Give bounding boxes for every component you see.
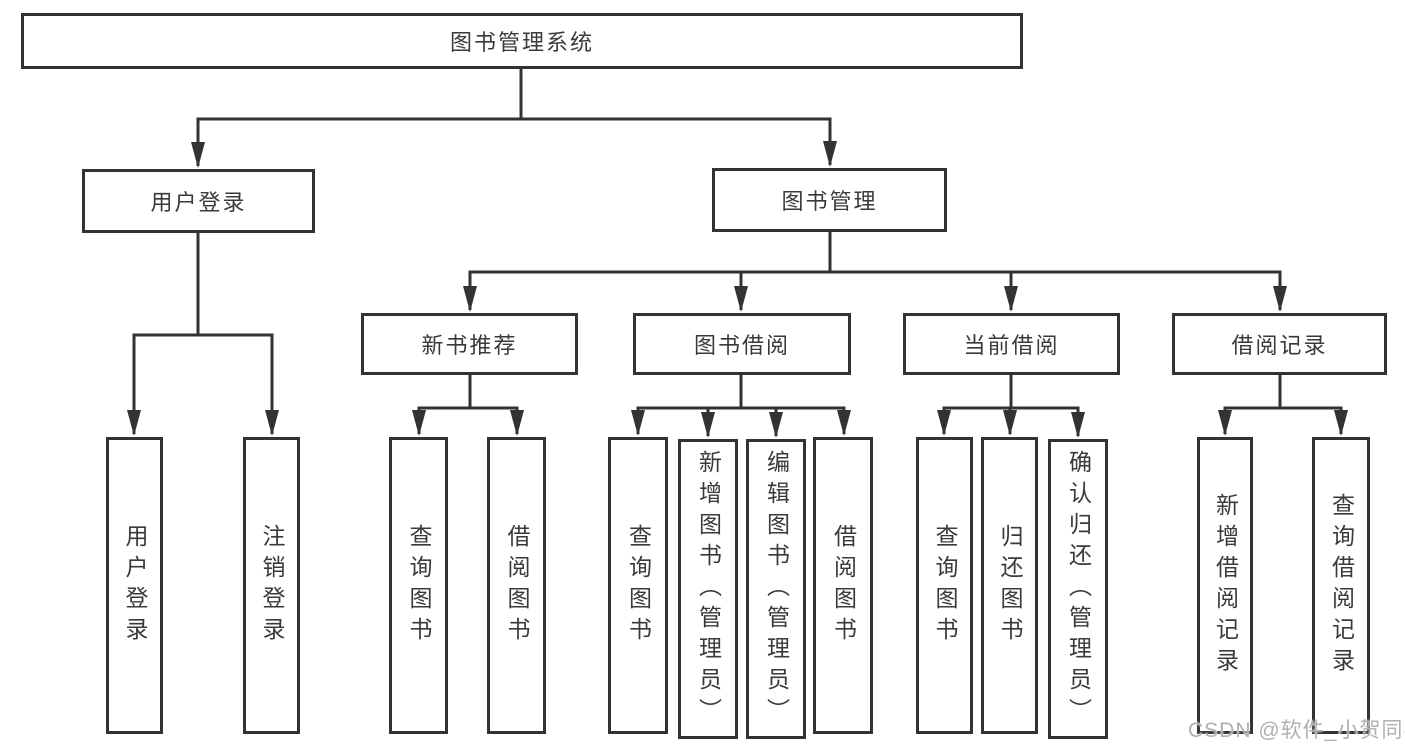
leaf-confirm-return-admin-label: 确认归还（管理员） <box>1065 449 1092 729</box>
node-book-management-label: 图书管理 <box>781 189 878 214</box>
leaf-add-books-admin-label: 新增图书（管理员） <box>695 449 722 729</box>
leaf-borrow-books-1-label: 借阅图书 <box>504 523 530 648</box>
leaf-query-books-3: 查询图书 <box>916 437 973 734</box>
node-current-borrow-label: 当前借阅 <box>963 333 1060 358</box>
leaf-user-login: 用户登录 <box>106 437 163 734</box>
leaf-query-books-2-label: 查询图书 <box>625 523 652 648</box>
leaf-logout-label: 注销登录 <box>259 523 285 648</box>
leaf-borrow-books-2: 借阅图书 <box>813 437 873 734</box>
node-book-borrow: 图书借阅 <box>633 313 851 375</box>
leaf-add-borrow-record-label: 新增借阅记录 <box>1212 492 1239 679</box>
leaf-add-books-admin: 新增图书（管理员） <box>678 439 738 739</box>
node-user-login: 用户登录 <box>82 169 315 233</box>
leaf-query-books-2: 查询图书 <box>608 437 668 734</box>
leaf-return-books: 归还图书 <box>981 437 1038 734</box>
node-new-book-recommend: 新书推荐 <box>361 313 578 375</box>
node-book-borrow-label: 图书借阅 <box>693 333 790 358</box>
leaf-user-login-label: 用户登录 <box>122 523 148 648</box>
node-borrow-records-label: 借阅记录 <box>1231 333 1328 358</box>
leaf-add-borrow-record: 新增借阅记录 <box>1197 437 1253 734</box>
leaf-borrow-books-1: 借阅图书 <box>487 437 546 734</box>
leaf-borrow-books-2-label: 借阅图书 <box>830 523 857 648</box>
node-library-system-label: 图书管理系统 <box>449 30 594 55</box>
node-current-borrow: 当前借阅 <box>903 313 1120 375</box>
csdn-watermark: CSDN @软件_小贺同学 <box>1188 719 1405 742</box>
node-borrow-records: 借阅记录 <box>1172 313 1387 375</box>
node-library-system: 图书管理系统 <box>21 13 1023 69</box>
node-user-login-label: 用户登录 <box>150 190 247 215</box>
leaf-logout: 注销登录 <box>243 437 300 734</box>
leaf-query-books-3-label: 查询图书 <box>932 523 958 648</box>
node-book-management: 图书管理 <box>712 168 947 232</box>
leaf-query-books-1-label: 查询图书 <box>406 523 432 648</box>
leaf-edit-books-admin-label: 编辑图书（管理员） <box>763 449 790 729</box>
leaf-query-borrow-record-label: 查询借阅记录 <box>1328 492 1355 679</box>
leaf-query-borrow-record: 查询借阅记录 <box>1312 437 1370 734</box>
leaf-edit-books-admin: 编辑图书（管理员） <box>746 439 806 739</box>
node-new-book-recommend-label: 新书推荐 <box>421 333 518 358</box>
leaf-query-books-1: 查询图书 <box>389 437 448 734</box>
leaf-return-books-label: 归还图书 <box>997 523 1023 648</box>
connector-group <box>127 69 1348 438</box>
leaf-confirm-return-admin: 确认归还（管理员） <box>1048 439 1108 739</box>
